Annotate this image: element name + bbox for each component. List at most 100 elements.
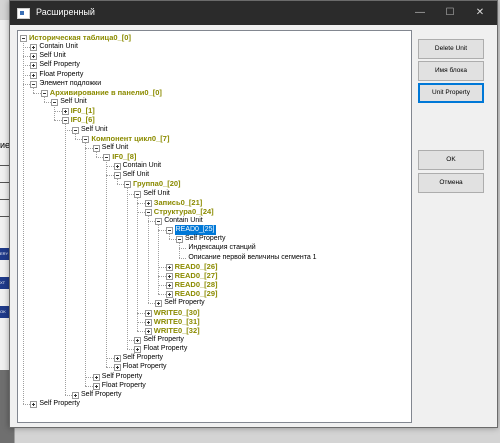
tree-node-label[interactable]: Self Property [81,390,122,398]
tree-node[interactable]: Self Property [18,298,411,308]
tree-node-label[interactable]: IF0_[1] [70,106,95,116]
tree-node[interactable]: Float Property [18,362,411,372]
expand-icon[interactable] [134,336,142,344]
tree-node-label[interactable]: IF0_[8] [112,151,137,161]
expand-icon[interactable] [155,300,163,308]
tree-node[interactable]: Float Property [18,381,411,391]
tree-node-label[interactable]: Историческая таблица0_[0] [29,33,131,42]
tree-node[interactable]: WRITE0_[30] [18,308,411,318]
tree-node-label[interactable]: Компонент цикл0_[7] [91,133,170,143]
expand-icon[interactable] [30,62,38,70]
tree-node[interactable]: Индексация станций [18,243,411,253]
tree-node[interactable]: READ0_[28] [18,280,411,290]
tree-node[interactable]: WRITE0_[31] [18,317,411,327]
expand-icon[interactable] [113,355,121,363]
tree-connector [158,230,166,232]
expand-icon[interactable] [72,391,79,399]
block-name-button[interactable]: Имя блока [418,61,484,81]
tree-node-label[interactable]: WRITE0_[32] [153,325,200,335]
expand-icon[interactable] [30,401,38,408]
tree-node[interactable]: Запись0_[21] [18,198,411,208]
tree-node-label[interactable]: Self Property [143,335,184,343]
expand-icon[interactable] [92,373,100,381]
tree-node-label[interactable]: Self Property [101,372,143,380]
tree-node[interactable]: Contain Unit [18,161,411,171]
expand-icon[interactable] [144,318,152,326]
tree-node[interactable]: Self Property [18,372,411,382]
tree-node-label[interactable]: READ0_[25] [174,225,216,236]
expand-icon[interactable] [113,364,121,372]
tree-node-label[interactable]: Contain Unit [164,217,203,224]
tree-node-label[interactable]: Contain Unit [39,43,78,51]
ok-button[interactable]: OK [418,150,484,170]
unit-property-button[interactable]: Unit Property [418,83,484,103]
tree-node-label[interactable]: Self Unit [60,98,87,106]
expand-icon[interactable] [30,53,38,61]
expand-icon[interactable] [92,382,100,390]
tree-node-label[interactable]: Описание первой величины сегмента 1 [188,253,317,261]
tree-node-label[interactable]: Архивирование в панели0_[0] [49,87,162,97]
maximize-button[interactable]: ☐ [445,7,455,18]
expand-icon[interactable] [61,108,69,116]
tree-node[interactable]: Self Property [18,399,411,409]
expand-icon[interactable] [113,163,121,171]
expand-icon[interactable] [165,291,173,299]
tree-node-label[interactable]: WRITE0_[31] [153,316,200,326]
minimize-button[interactable]: — [415,7,425,18]
tree-node-label[interactable]: Self Unit [81,125,108,133]
tree-node-label[interactable]: Contain Unit [122,162,162,170]
tree-node[interactable]: READ0_[26] [18,262,411,272]
tree-node-label[interactable]: Self Property [39,400,80,407]
tree-node-label[interactable]: Self Unit [39,52,66,60]
tree-node-label[interactable]: Структура0_[24] [153,206,214,216]
expand-icon[interactable] [165,263,173,271]
tree-node-label[interactable]: READ0_[27] [174,270,218,280]
tree-node[interactable]: READ0_[29] [18,289,411,299]
expand-icon[interactable] [144,309,152,317]
tree-node[interactable]: Self Property [18,60,411,70]
delete-unit-button[interactable]: Delete Unit [418,39,484,59]
tree-node[interactable]: Описание первой величины сегмента 1 [18,253,411,263]
tree-node-label[interactable]: READ0_[28] [174,280,218,290]
title-bar[interactable]: Расширенный — ☐ ✕ [10,1,497,25]
tree-node[interactable]: WRITE0_[32] [18,326,411,336]
tree-node-label[interactable]: Float Property [39,70,84,78]
tree-node-label[interactable]: Self Property [39,61,80,69]
tree-node-label[interactable]: Группа0_[20] [133,179,181,189]
tree-node-label[interactable]: Элемент подложки [39,79,102,87]
tree-node-label[interactable]: Self Property [122,354,164,362]
expand-icon[interactable] [30,44,38,52]
tree-node-label[interactable]: IF0_[6] [70,115,95,125]
tree-node-label[interactable]: Float Property [122,363,167,371]
tree-node[interactable]: READ0_[27] [18,271,411,281]
tree-node-label[interactable]: WRITE0_[30] [153,307,200,317]
expand-icon[interactable] [144,199,152,207]
tree-node-label[interactable]: Self Unit [122,171,150,179]
expand-icon[interactable] [165,282,173,290]
tree-node[interactable]: IF0_[1] [18,106,411,116]
tree-node-label[interactable]: READ0_[26] [174,261,218,271]
expand-icon[interactable] [165,272,173,280]
close-button[interactable]: ✕ [475,7,485,18]
tree-node[interactable]: Float Property [18,344,411,354]
tree-node-label[interactable]: Индексация станций [188,244,256,252]
tree-node[interactable]: Self Unit [18,51,411,61]
tree-node-label[interactable]: Self Property [164,299,205,307]
tree-node[interactable]: Contain Unit [18,42,411,52]
tree-node-label[interactable]: Self Unit [101,143,129,151]
expand-icon[interactable] [144,327,152,335]
tree-node-label[interactable]: Запись0_[21] [153,197,203,207]
tree-node[interactable]: Self Property [18,390,411,400]
tree-node-label[interactable]: Float Property [101,381,146,389]
tree-node-label[interactable]: READ0_[29] [174,289,218,299]
tree-node-label[interactable]: Self Unit [143,189,170,197]
expand-icon[interactable] [30,71,38,79]
tree-node[interactable]: Float Property [18,70,411,80]
tree-node[interactable]: Self Property [18,335,411,345]
expand-icon[interactable] [134,346,142,354]
tree-node[interactable]: Self Property [18,353,411,363]
cancel-button[interactable]: Отмена [418,173,484,193]
tree-node-label[interactable]: Self Property [185,235,226,243]
tree-node-label[interactable]: Float Property [143,345,188,353]
